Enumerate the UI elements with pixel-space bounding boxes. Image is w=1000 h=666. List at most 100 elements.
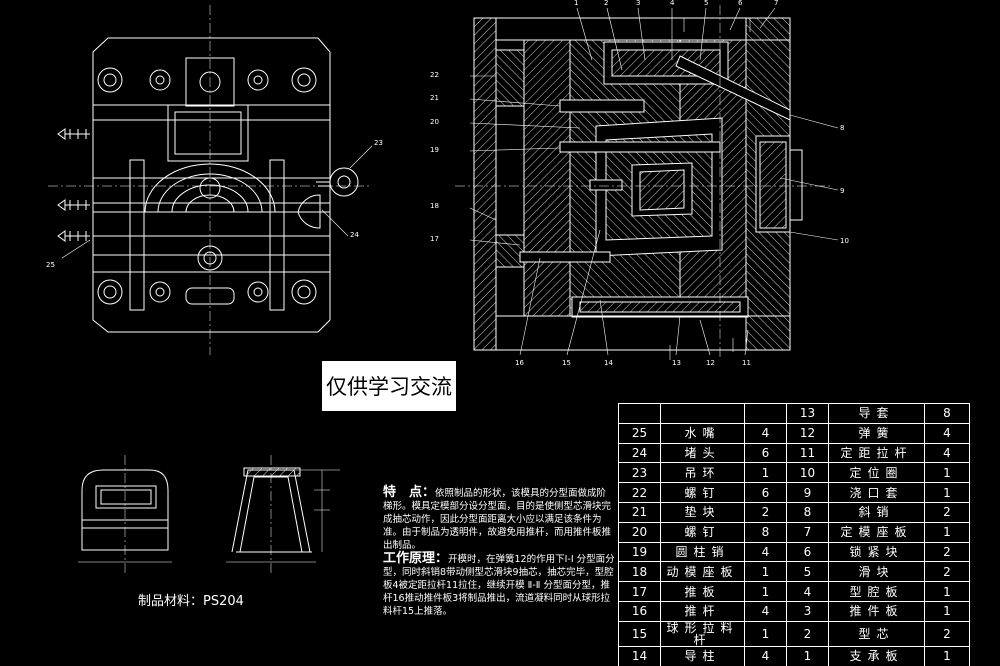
- bom-quantity: 8: [924, 403, 970, 424]
- bom-quantity: 4: [744, 541, 787, 563]
- bom-number: [618, 403, 661, 424]
- bom-number: 12: [786, 422, 829, 444]
- bom-number: 3: [786, 600, 829, 622]
- bom-number: 6: [786, 541, 829, 563]
- bom-part-name: 推杆: [660, 600, 745, 622]
- callout-21: 21: [430, 94, 439, 102]
- principle-text: 开模时，在弹簧12的作用下Ⅰ-Ⅰ 分型面分型，同时斜销8带动侧型芯滑块9抽芯，抽…: [383, 554, 615, 617]
- feature-title: 特 点：: [383, 485, 436, 500]
- bom-quantity: 1: [924, 482, 970, 503]
- bom-number: 23: [618, 462, 661, 484]
- callout-1: 1: [574, 0, 579, 7]
- bom-quantity: 1: [924, 521, 970, 543]
- callout-23: 23: [374, 139, 383, 147]
- principle-title: 工作原理：: [383, 551, 449, 566]
- bom-quantity: 1: [924, 462, 970, 484]
- bom-part-name: 导套: [828, 403, 925, 424]
- feature-text: 依照制品的形状，该模具的分型面做成阶梯形。模具定模部分设分型面，目的是使侧型芯滑…: [383, 488, 612, 551]
- leader-lines: [61, 7, 839, 360]
- bom-quantity: 1: [744, 561, 787, 583]
- callout-7: 7: [774, 0, 779, 7]
- bom-quantity: 1: [924, 645, 970, 666]
- plan-corner-holes: [97, 67, 317, 305]
- section-centerlines: [455, 5, 830, 360]
- bom-number: 5: [786, 561, 829, 583]
- part-centerlines: [124, 455, 272, 575]
- bom-number: 1: [786, 645, 829, 666]
- callout-13: 13: [672, 359, 681, 367]
- bom-number: 8: [786, 501, 829, 523]
- callout-22: 22: [430, 71, 439, 79]
- bom-part-name: 推板: [660, 581, 745, 602]
- bom-part-name: 滑块: [828, 561, 925, 583]
- callout-25: 25: [46, 261, 55, 269]
- bom-quantity: [744, 403, 787, 424]
- callout-9: 9: [840, 187, 845, 195]
- bom-quantity: 2: [924, 501, 970, 523]
- bom-quantity: 1: [744, 581, 787, 602]
- bom-part-name: 螺钉: [660, 482, 745, 503]
- callout-11: 11: [742, 359, 751, 367]
- bom-quantity: 4: [924, 442, 970, 464]
- bom-quantity: 1: [924, 600, 970, 622]
- bom-part-name: 垫块: [660, 501, 745, 523]
- bom-number: 17: [618, 581, 661, 602]
- callout-3: 3: [636, 0, 641, 7]
- bom-part-name: 浇口套: [828, 482, 925, 503]
- bom-number: 16: [618, 600, 661, 622]
- bom-quantity: 6: [744, 442, 787, 464]
- bom-quantity: 2: [924, 561, 970, 583]
- callout-17: 17: [430, 235, 439, 243]
- bom-part-name: 支承板: [828, 645, 925, 666]
- plan-view: [57, 37, 359, 333]
- callout-12: 12: [706, 359, 715, 367]
- callout-18: 18: [430, 202, 439, 210]
- bom-quantity: 2: [924, 541, 970, 563]
- bom-number: 21: [618, 501, 661, 523]
- callout-6: 6: [738, 0, 743, 7]
- bom-part-name: 推件板: [828, 600, 925, 622]
- callout-8: 8: [840, 124, 845, 132]
- bom-part-name: 弹簧: [828, 422, 925, 444]
- bom-number: 24: [618, 442, 661, 464]
- callout-2: 2: [604, 0, 609, 7]
- bom-quantity: 1: [924, 581, 970, 602]
- part-views: [78, 467, 340, 563]
- water-nozzles: [57, 128, 90, 242]
- callout-15: 15: [562, 359, 571, 367]
- bom-number: 18: [618, 561, 661, 583]
- bom-part-name: 导柱: [660, 645, 745, 666]
- bom-part-name: 定模座板: [828, 521, 925, 543]
- bom-part-name: 动模座板: [660, 561, 745, 583]
- callout-20: 20: [430, 118, 439, 126]
- bom-quantity: 4: [744, 600, 787, 622]
- callout-16: 16: [515, 359, 524, 367]
- bom-part-name: 锁紧块: [828, 541, 925, 563]
- bom-part-name: 堵头: [660, 442, 745, 464]
- bom-number: 10: [786, 462, 829, 484]
- bom-number: 15: [618, 620, 661, 647]
- bom-number: 22: [618, 482, 661, 503]
- bom-number: 4: [786, 581, 829, 602]
- bom-number: 13: [786, 403, 829, 424]
- bom-quantity: 2: [924, 620, 970, 647]
- callout-5: 5: [704, 0, 709, 7]
- bom-quantity: 4: [744, 422, 787, 444]
- bom-number: 11: [786, 442, 829, 464]
